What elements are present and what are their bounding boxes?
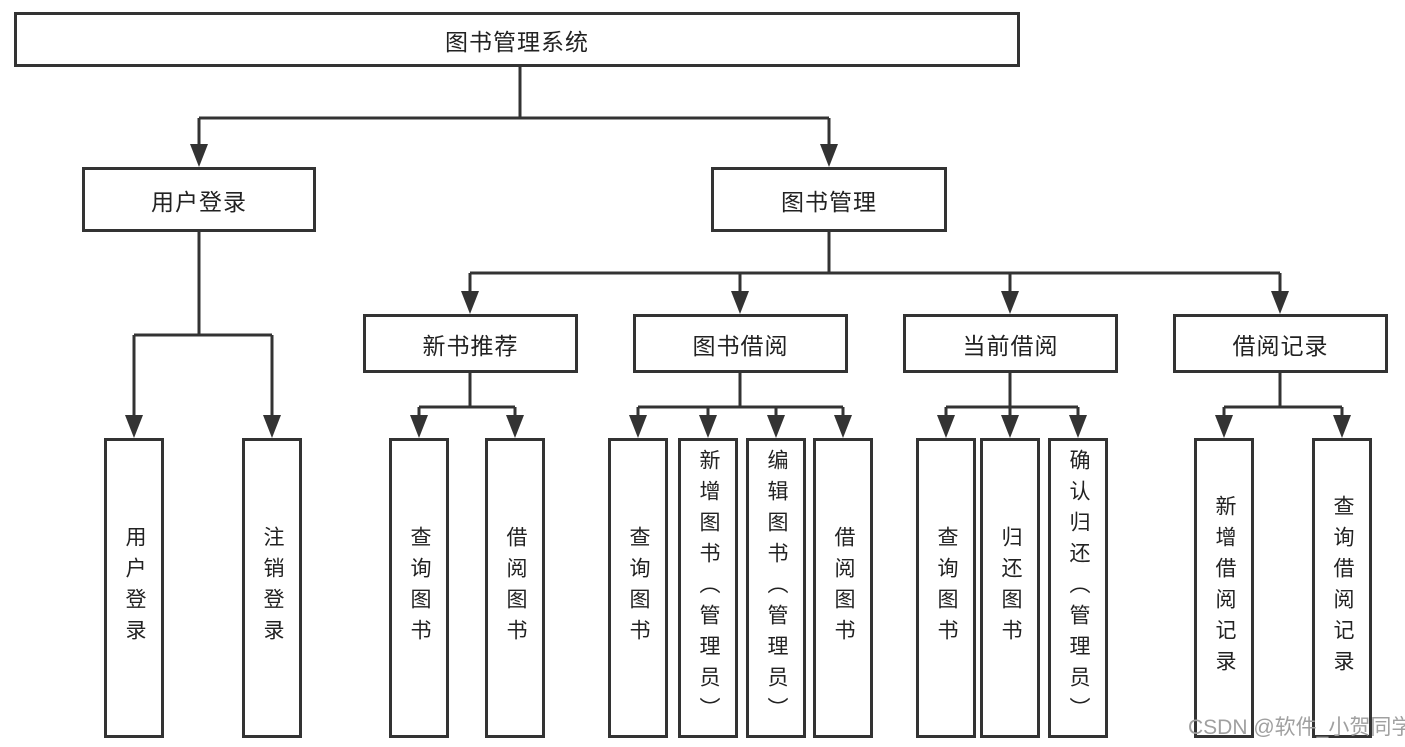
arrowhead-icon (937, 415, 955, 438)
arrowhead-icon (410, 415, 428, 438)
arrowhead-icon (1215, 415, 1233, 438)
leaf-borrow-books-borrowing: 借阅图书 (813, 438, 873, 738)
node-new-book-recommendation: 新书推荐 (363, 314, 578, 373)
node-book-borrowing: 图书借阅 (633, 314, 848, 373)
csdn-watermark: CSDN @软件_小贺同学 (1188, 716, 1405, 739)
arrowhead-icon (731, 291, 749, 314)
leaf-query-books-borrowing: 查询图书 (608, 438, 668, 738)
arrowhead-icon (699, 415, 717, 438)
arrowhead-icon (1271, 291, 1289, 314)
arrowhead-icon (125, 415, 143, 438)
node-library-management-system: 图书管理系统 (14, 12, 1020, 67)
leaf-return-book: 归还图书 (980, 438, 1040, 738)
node-borrowing-records: 借阅记录 (1173, 314, 1388, 373)
leaf-borrow-books-recommend: 借阅图书 (485, 438, 545, 738)
arrowhead-icon (1001, 291, 1019, 314)
leaf-add-borrow-record: 新增借阅记录 (1194, 438, 1254, 738)
node-book-management: 图书管理 (711, 167, 947, 232)
arrowhead-icon (1001, 415, 1019, 438)
arrowhead-icon (263, 415, 281, 438)
leaf-logout: 注销登录 (242, 438, 302, 738)
leaf-query-books-recommend: 查询图书 (389, 438, 449, 738)
arrowhead-icon (1069, 415, 1087, 438)
arrowhead-icon (767, 415, 785, 438)
leaf-query-books-current: 查询图书 (916, 438, 976, 738)
arrowhead-icon (1333, 415, 1351, 438)
leaf-confirm-return-admin: 确认归还（管理员） (1048, 438, 1108, 738)
leaf-query-borrow-record: 查询借阅记录 (1312, 438, 1372, 738)
node-current-borrowing: 当前借阅 (903, 314, 1118, 373)
arrowhead-icon (629, 415, 647, 438)
arrowhead-icon (461, 291, 479, 314)
arrowhead-icon (190, 144, 208, 167)
node-user-login: 用户登录 (82, 167, 316, 232)
arrowhead-icon (506, 415, 524, 438)
arrowhead-icon (820, 144, 838, 167)
arrowhead-icon (834, 415, 852, 438)
connector-path (132, 67, 1344, 418)
leaf-edit-book-admin: 编辑图书（管理员） (746, 438, 806, 738)
leaf-add-book-admin: 新增图书（管理员） (678, 438, 738, 738)
leaf-user-login: 用户登录 (104, 438, 164, 738)
